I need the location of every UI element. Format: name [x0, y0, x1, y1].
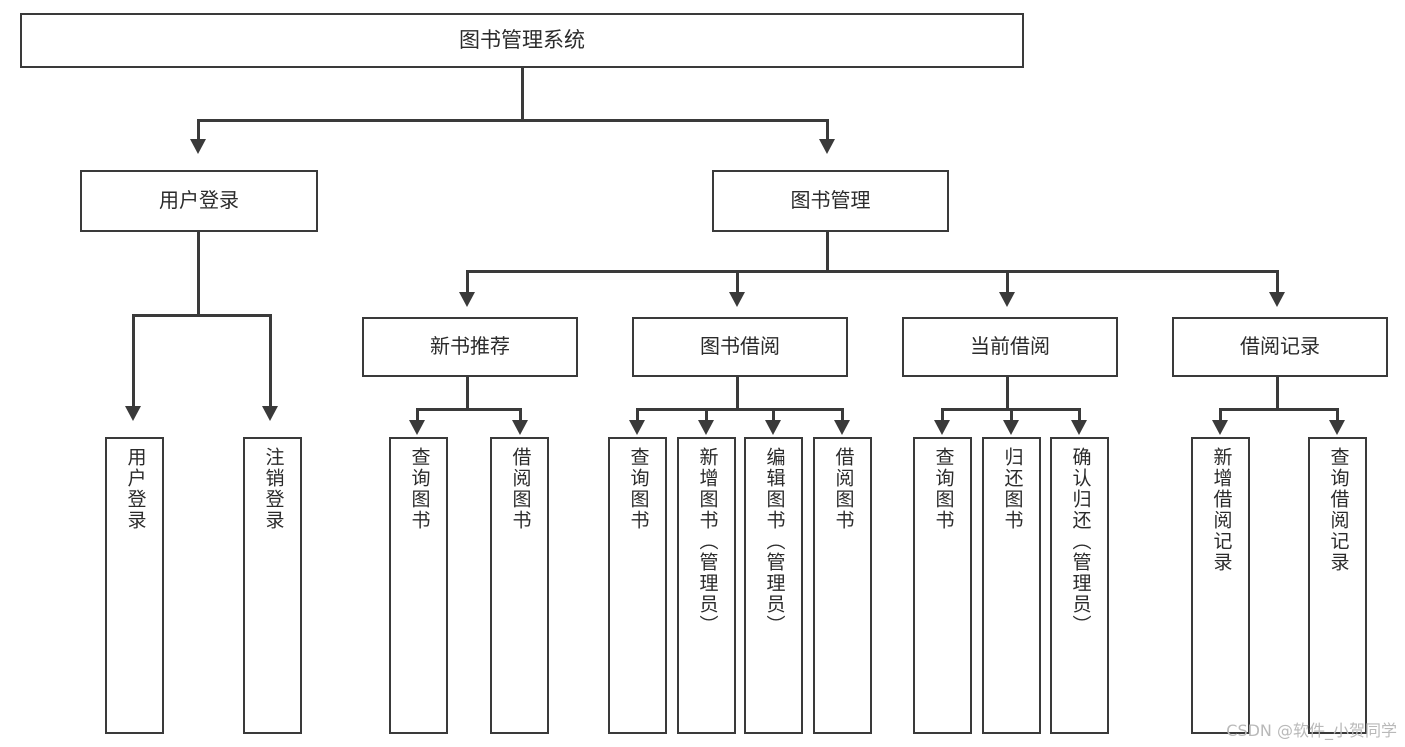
leaf-user-login-logout[interactable]: 注销登录: [243, 437, 302, 734]
node-borrow-record[interactable]: 借阅记录: [1172, 317, 1388, 377]
node-label: 图书管理系统: [459, 28, 585, 53]
node-label: 用户登录: [124, 447, 147, 531]
arrow-to-borrow-record: [1269, 292, 1285, 307]
node-label: 查询图书: [932, 447, 955, 531]
connector-to-borrow-record: [1276, 270, 1279, 294]
connector-book-mgmt-stem: [826, 232, 829, 272]
node-root-system[interactable]: 图书管理系统: [20, 13, 1024, 68]
node-user-login[interactable]: 用户登录: [80, 170, 318, 232]
node-label: 确认归还（管理员）: [1069, 447, 1092, 636]
connector-root-to-book-mgmt: [826, 119, 829, 141]
node-label: 用户登录: [159, 188, 239, 213]
leaf-book-borrow-query[interactable]: 查询图书: [608, 437, 667, 734]
node-label: 当前借阅: [970, 334, 1050, 359]
connector-to-book-borrow: [736, 270, 739, 294]
connector-current-borrow-leaf1: [941, 408, 944, 422]
node-new-book-recommend[interactable]: 新书推荐: [362, 317, 578, 377]
connector-book-borrow-leaf3: [772, 408, 775, 422]
node-label: 注销登录: [262, 447, 285, 531]
leaf-borrow-record-query[interactable]: 查询借阅记录: [1308, 437, 1367, 734]
node-label: 新增图书（管理员）: [696, 447, 719, 636]
connector-root-stem: [521, 68, 524, 120]
node-label: 图书借阅: [700, 334, 780, 359]
connector-borrow-record-leaf1: [1219, 408, 1222, 422]
arrow-borrow-record-leaf2: [1329, 420, 1345, 435]
connector-current-borrow-leaf2: [1010, 408, 1013, 422]
arrow-borrow-record-leaf1: [1212, 420, 1228, 435]
connector-book-borrow-leaf1: [636, 408, 639, 422]
arrow-to-user-login: [190, 139, 206, 154]
node-label: 借阅记录: [1240, 334, 1320, 359]
node-label: 查询图书: [627, 447, 650, 531]
arrow-book-borrow-leaf4: [834, 420, 850, 435]
node-book-borrow[interactable]: 图书借阅: [632, 317, 848, 377]
connector-borrow-record-stem: [1276, 377, 1279, 410]
arrow-new-book-leaf2: [512, 420, 528, 435]
connector-book-borrow-leaf2: [705, 408, 708, 422]
connector-user-login-stem: [197, 232, 200, 316]
connector-current-borrow-stem: [1006, 377, 1009, 410]
connector-new-book-leaf1: [416, 408, 419, 422]
connector-book-borrow-stem: [736, 377, 739, 410]
leaf-current-borrow-return[interactable]: 归还图书: [982, 437, 1041, 734]
connector-user-login-bus: [132, 314, 271, 317]
connector-book-mgmt-bus: [466, 270, 1279, 273]
connector-book-borrow-bus: [636, 408, 844, 411]
arrow-book-borrow-leaf1: [629, 420, 645, 435]
arrow-user-login-leaf2: [262, 406, 278, 421]
arrow-to-new-book: [459, 292, 475, 307]
node-current-borrow[interactable]: 当前借阅: [902, 317, 1118, 377]
arrow-current-borrow-leaf1: [934, 420, 950, 435]
leaf-current-borrow-confirm-return[interactable]: 确认归还（管理员）: [1050, 437, 1109, 734]
leaf-book-borrow-borrow[interactable]: 借阅图书: [813, 437, 872, 734]
connector-borrow-record-leaf2: [1336, 408, 1339, 422]
leaf-borrow-record-add[interactable]: 新增借阅记录: [1191, 437, 1250, 734]
arrow-new-book-leaf1: [409, 420, 425, 435]
connector-new-book-bus: [416, 408, 522, 411]
node-label: 新增借阅记录: [1210, 447, 1233, 573]
leaf-current-borrow-query[interactable]: 查询图书: [913, 437, 972, 734]
node-label: 借阅图书: [509, 447, 532, 531]
arrow-to-current-borrow: [999, 292, 1015, 307]
arrow-to-book-mgmt: [819, 139, 835, 154]
watermark-text: CSDN @软件_小贺同学: [1226, 721, 1397, 740]
leaf-user-login-login[interactable]: 用户登录: [105, 437, 164, 734]
connector-user-login-leaf1: [132, 314, 135, 408]
connector-to-current-borrow: [1006, 270, 1009, 294]
connector-borrow-record-bus: [1219, 408, 1339, 411]
node-label: 编辑图书（管理员）: [763, 447, 786, 636]
node-book-management[interactable]: 图书管理: [712, 170, 949, 232]
arrow-book-borrow-leaf3: [765, 420, 781, 435]
arrow-book-borrow-leaf2: [698, 420, 714, 435]
connector-new-book-leaf2: [519, 408, 522, 422]
node-label: 查询借阅记录: [1327, 447, 1350, 573]
node-label: 归还图书: [1001, 447, 1024, 531]
node-label: 图书管理: [790, 188, 871, 213]
arrow-current-borrow-leaf3: [1071, 420, 1087, 435]
connector-current-borrow-leaf3: [1078, 408, 1081, 422]
connector-new-book-stem: [466, 377, 469, 410]
arrow-to-book-borrow: [729, 292, 745, 307]
arrow-user-login-leaf1: [125, 406, 141, 421]
connector-root-bus: [197, 119, 828, 122]
arrow-current-borrow-leaf2: [1003, 420, 1019, 435]
connector-book-borrow-leaf4: [841, 408, 844, 422]
connector-user-login-leaf2: [269, 314, 272, 408]
connector-to-new-book: [466, 270, 469, 294]
leaf-book-borrow-add[interactable]: 新增图书（管理员）: [677, 437, 736, 734]
leaf-new-book-borrow[interactable]: 借阅图书: [490, 437, 549, 734]
node-label: 查询图书: [408, 447, 431, 531]
connector-root-to-user-login: [197, 119, 200, 141]
leaf-book-borrow-edit[interactable]: 编辑图书（管理员）: [744, 437, 803, 734]
node-label: 新书推荐: [430, 334, 510, 359]
node-label: 借阅图书: [832, 447, 855, 531]
leaf-new-book-query[interactable]: 查询图书: [389, 437, 448, 734]
